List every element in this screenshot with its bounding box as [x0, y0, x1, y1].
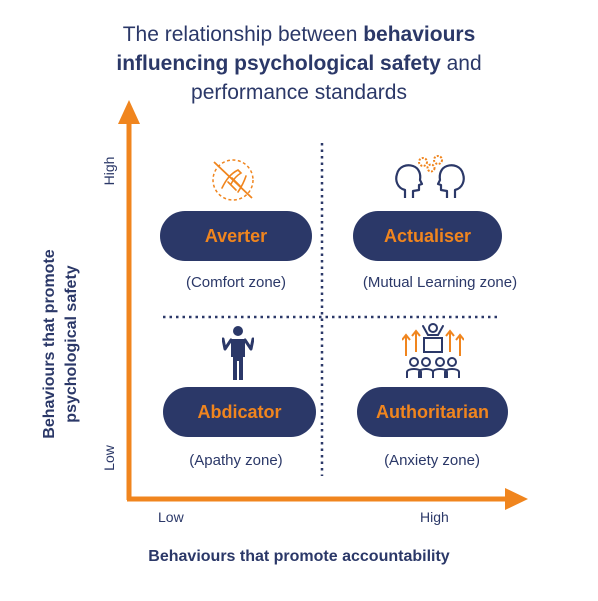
x-axis-title: Behaviours that promote accountability	[148, 548, 450, 565]
y-axis-title-line1: Behaviours that promote	[41, 249, 58, 439]
heads-with-gears-icon	[395, 155, 465, 198]
y-axis-title: Behaviours that promote psychological sa…	[39, 214, 83, 474]
x-tick-high: High	[420, 509, 449, 525]
title-line2-bold: influencing psychological safety	[116, 52, 441, 75]
averter-zone-label: (Comfort zone)	[185, 274, 287, 291]
authoritarian-pill: Authoritarian	[357, 387, 508, 437]
y-tick-low: Low	[101, 445, 117, 471]
actualiser-zone-label: (Mutual Learning zone)	[362, 274, 518, 291]
y-tick-high: High	[101, 156, 117, 186]
averter-pill: Averter	[160, 211, 312, 261]
y-axis-arrowhead	[118, 100, 140, 124]
diagram-title: The relationship between behaviours infl…	[0, 20, 598, 107]
title-line1-bold: behaviours	[363, 23, 476, 46]
hand-push-away-icon	[212, 159, 254, 201]
title-line3: performance standards	[191, 81, 407, 104]
authoritarian-zone-label: (Anxiety zone)	[384, 452, 480, 469]
leader-podium-audience-icon	[402, 323, 464, 378]
x-axis-arrowhead	[505, 488, 528, 510]
y-axis-title-line2: psychological safety	[63, 265, 80, 423]
abdicator-zone-label: (Apathy zone)	[189, 452, 283, 469]
abdicator-pill: Abdicator	[163, 387, 316, 437]
title-line1-normal: The relationship between	[122, 23, 364, 46]
title-line2-normal: and	[440, 52, 482, 75]
actualiser-pill: Actualiser	[353, 211, 502, 261]
shrugging-person-icon	[222, 326, 254, 380]
x-tick-low: Low	[158, 509, 184, 525]
